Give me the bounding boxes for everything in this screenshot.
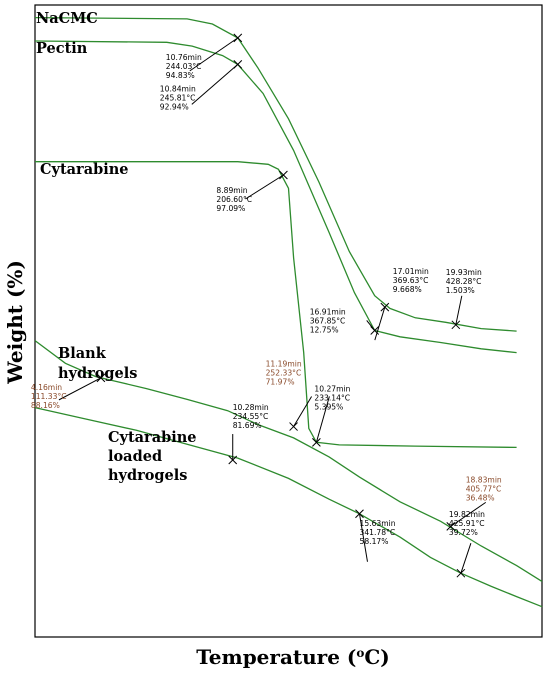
annotation-arrow-pectin-0 (191, 64, 239, 105)
annotation-text-cytarabine-loaded-hydrogels-1-1: 341.78°C (360, 528, 396, 537)
annotation-arrow-pectin-1 (366, 320, 376, 331)
annotation-text-nacmc-0-2: 94.83% (166, 71, 195, 80)
label-blank-line1: Blank (58, 345, 107, 362)
annotation-text-nacmc-0-1: 244.03°C (166, 62, 202, 71)
label-nacmc: NaCMC (36, 10, 98, 27)
annotation-text-cytarabine-loaded-hydrogels-2-1: 425.91°C (449, 519, 485, 528)
annotation-arrow-blank-hydrogels-0 (58, 377, 102, 401)
annotation-arrow-cytarabine-1 (315, 396, 330, 443)
annotation-text-cytarabine-0-0: 8.89min (216, 186, 247, 195)
label-blank-line2: hydrogels (58, 365, 137, 382)
annotation-text-cytarabine-loaded-hydrogels-0-1: 234.55°C (233, 412, 269, 421)
annotation-text-cytarabine-loaded-hydrogels-2-2: 39.72% (449, 528, 478, 537)
annotation-text-cytarabine-loaded-hydrogels-0-0: 10.28min (233, 403, 269, 412)
annotation-arrow-nacmc-1 (374, 306, 386, 341)
annotation-text-cytarabine-1-2: 5.395% (314, 402, 343, 411)
label-loaded-line3: hydrogels (108, 467, 187, 484)
annotation-text-nacmc-1-1: 369.63°C (393, 276, 429, 285)
annotation-text-nacmc-1-2: 9.668% (393, 285, 422, 294)
label-loaded-line2: loaded (108, 448, 162, 465)
annotation-text-cytarabine-loaded-hydrogels-0-2: 81.69% (233, 421, 262, 430)
annotation-text-blank-hydrogels-0-1: 111.33°C (31, 392, 67, 401)
series-line-blank-hydrogels (34, 340, 543, 582)
annotation-text-blank-hydrogels-0-2: 88.16% (31, 401, 60, 410)
label-loaded-line1: Cytarabine (108, 429, 197, 446)
annotation-text-pectin-0-1: 245.81°C (160, 93, 196, 102)
annotation-text-nacmc-0-0: 10.76min (166, 53, 202, 62)
series-line-cytarabine (35, 161, 517, 449)
annotation-text-cytarabine-1-1: 233.14°C (314, 393, 350, 402)
annotation-text-blank-hydrogels-0-0: 4.16min (31, 383, 62, 392)
markers-layer (96, 33, 466, 578)
plot-frame (34, 4, 543, 638)
annotation-text-nacmc-2-0: 19.93min (446, 268, 482, 277)
annotation-text-nacmc-1-0: 17.01min (393, 267, 429, 276)
annotation-text-cytarabine-loaded-hydrogels-1-0: 15.63min (360, 519, 396, 528)
annotation-arrow-nacmc-2 (455, 295, 463, 325)
annotation-text-blank-hydrogels-1-0: 11.19min (266, 360, 302, 369)
annotation-text-cytarabine-0-1: 206.60°C (216, 195, 252, 204)
annotation-text-cytarabine-0-2: 97.09% (216, 204, 245, 213)
series-line-cytarabine-loaded-hydrogels (34, 406, 543, 608)
annotation-text-blank-hydrogels-1-2: 71.97% (266, 378, 295, 387)
annotation-text-pectin-1-1: 367.85°C (310, 317, 346, 326)
series-line-nacmc (34, 16, 517, 332)
label-pectin: Pectin (36, 40, 88, 57)
annotation-text-blank-hydrogels-1-1: 252.33°C (266, 369, 302, 378)
series-line-pectin (34, 40, 517, 354)
annotation-arrow-blank-hydrogels-2 (450, 501, 487, 527)
label-cytarabine: Cytarabine (40, 161, 129, 178)
annotation-text-blank-hydrogels-2-0: 18.83min (466, 475, 502, 484)
annotation-arrow-nacmc-0 (189, 37, 239, 72)
annotation-arrow-cytarabine-0 (245, 174, 284, 200)
curves-layer (34, 16, 543, 608)
x-axis-title: Temperature (oC) (196, 645, 390, 669)
annotation-arrow-blank-hydrogels-1 (293, 396, 312, 427)
annotation-text-pectin-1-2: 12.75% (310, 326, 339, 335)
annotation-arrow-cytarabine-loaded-hydrogels-2 (460, 543, 472, 574)
annotation-text-nacmc-2-1: 428.28°C (446, 277, 482, 286)
annotation-text-pectin-0-2: 92.94% (160, 102, 189, 111)
y-axis-title: Weight (%) (3, 260, 27, 385)
annotation-arrow-cytarabine-loaded-hydrogels-1 (358, 513, 368, 562)
annotation-text-cytarabine-loaded-hydrogels-2-0: 19.82min (449, 510, 485, 519)
annotation-text-cytarabine-1-0: 10.27min (314, 384, 350, 393)
annotation-text-pectin-0-0: 10.84min (160, 84, 196, 93)
annotation-text-blank-hydrogels-2-1: 405.77°C (466, 484, 502, 493)
annotation-text-cytarabine-loaded-hydrogels-1-2: 58.17% (360, 537, 389, 546)
annotation-text-nacmc-2-2: 1.503% (446, 286, 475, 295)
annotation-text-blank-hydrogels-2-2: 36.48% (466, 493, 495, 502)
annotation-text-pectin-1-0: 16.91min (310, 308, 346, 317)
